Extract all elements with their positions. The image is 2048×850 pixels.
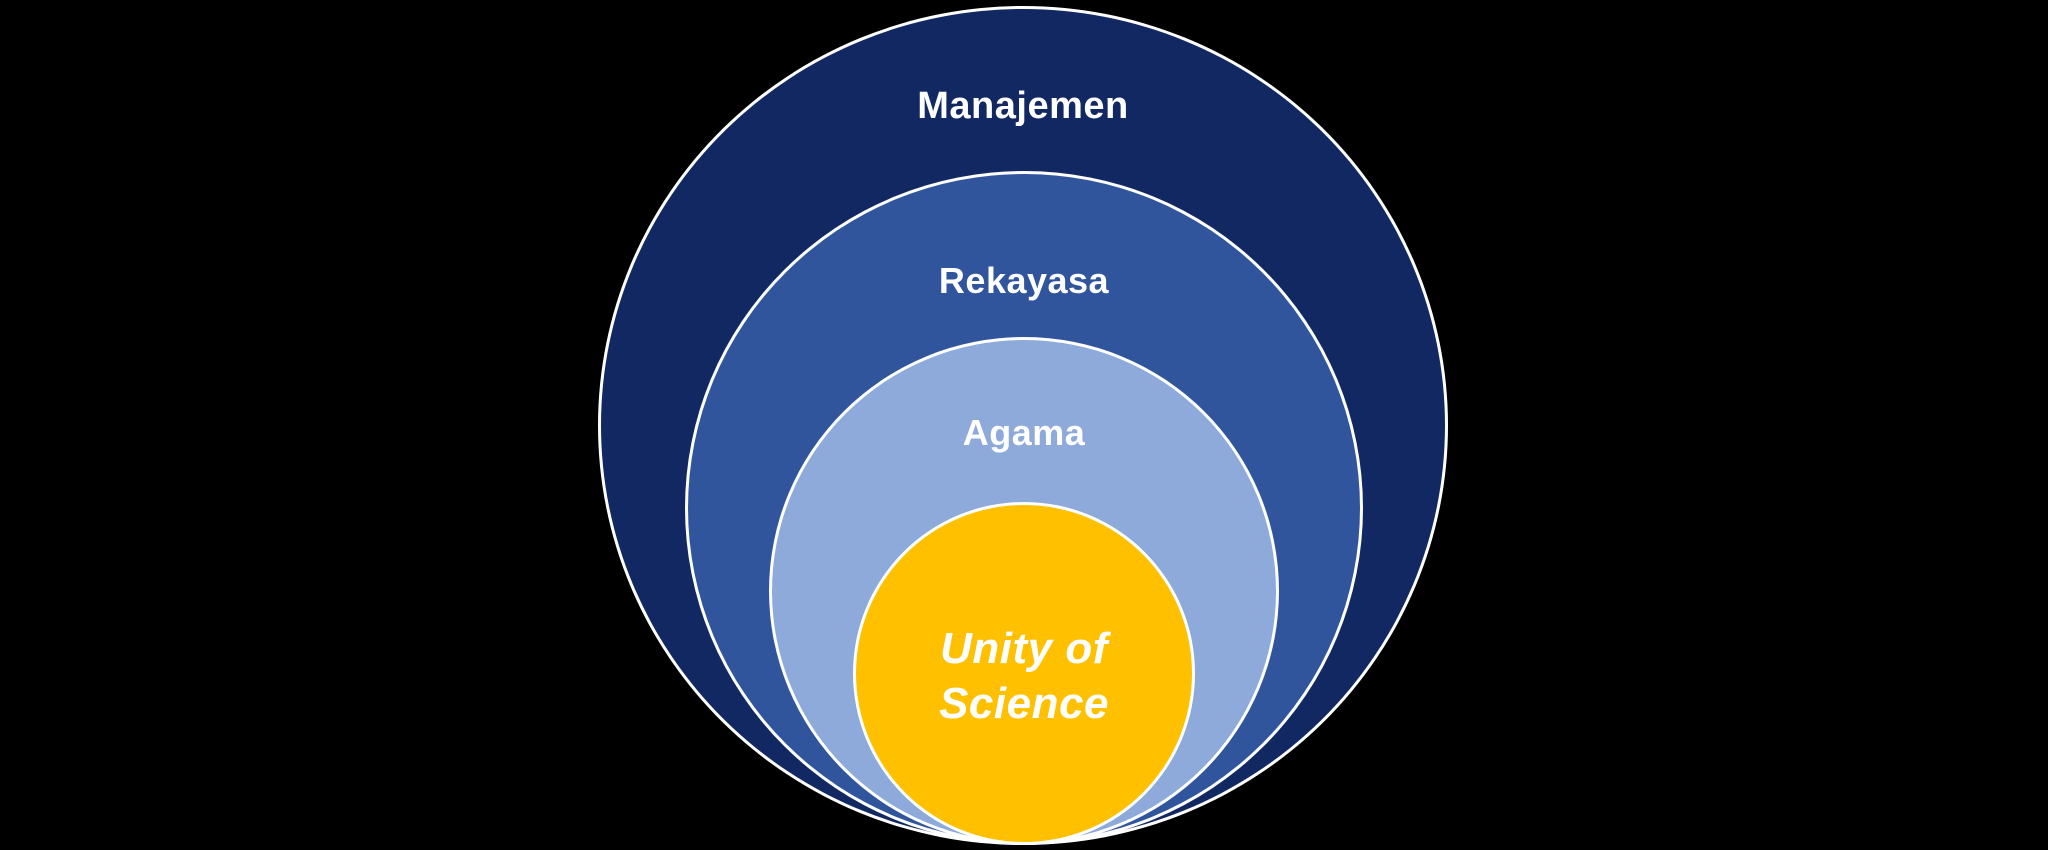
ring-unity-of-science: Unity of Science	[853, 502, 1195, 845]
ring-label-unity-of-science: Unity of Science	[939, 623, 1109, 728]
ring-label-manajemen: Manajemen	[917, 85, 1129, 127]
ring-label-rekayasa: Rekayasa	[938, 260, 1110, 301]
ring-label-agama: Agama	[962, 412, 1086, 453]
